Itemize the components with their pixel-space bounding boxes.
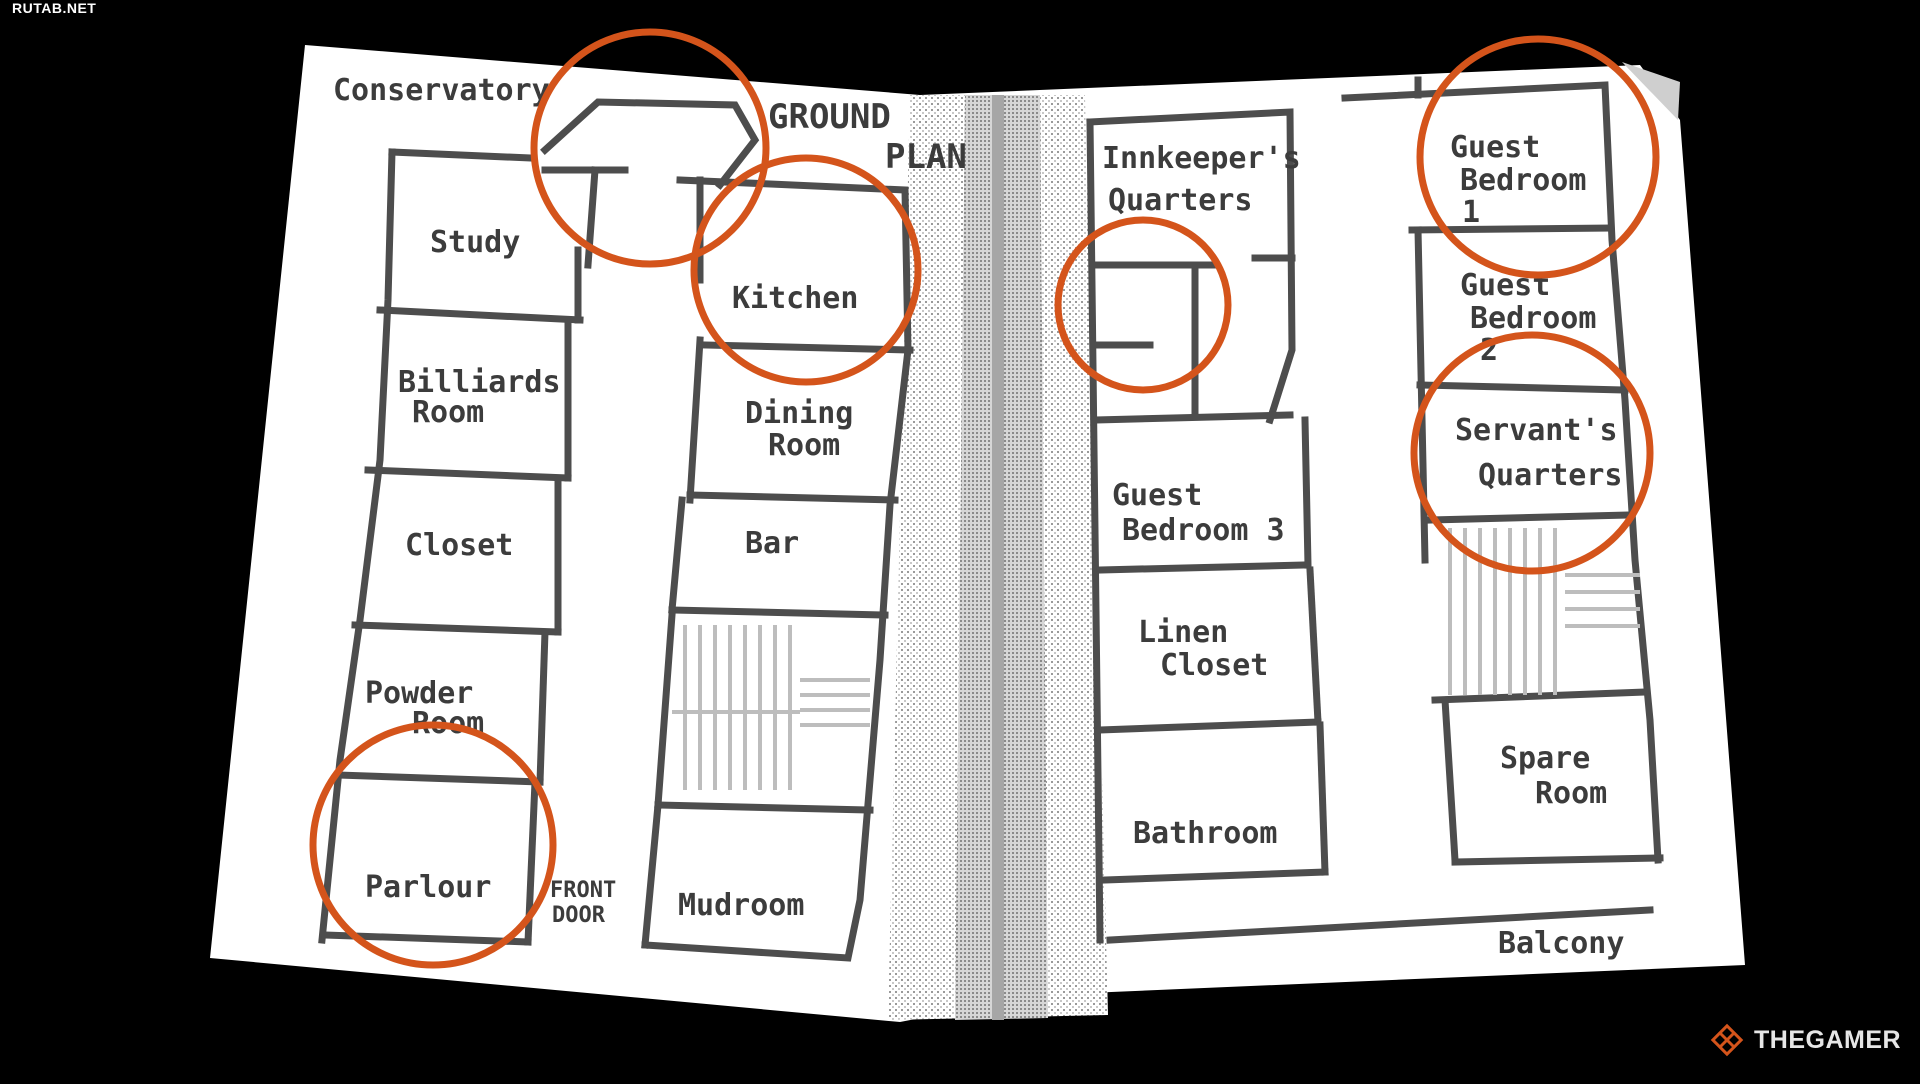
label-closet: Closet (405, 528, 513, 563)
label-bathroom: Bathroom (1133, 816, 1278, 851)
highlight-circle-servants-quarters (1410, 331, 1654, 575)
room-labels: Conservatory GROUND PLAN Study Kitchen B… (333, 73, 1624, 961)
label-linen-1: Linen (1138, 615, 1228, 650)
left-page-walls (318, 98, 914, 962)
label-guest2-2: Bedroom (1470, 301, 1596, 336)
label-dining-1: Dining (745, 396, 853, 431)
highlight-circles (309, 28, 1660, 969)
highlight-circle-guest-bedroom-1 (1416, 35, 1660, 279)
left-staircase (672, 625, 870, 790)
label-billiards-1: Billiards (398, 365, 561, 400)
label-innkeepers-2: Quarters (1108, 183, 1253, 218)
label-guest1-1: Guest (1450, 130, 1540, 165)
paper-corner-fold (1622, 62, 1680, 120)
source-watermark: RUTAB.NET (12, 0, 97, 16)
highlight-circle-parlour (309, 721, 557, 969)
label-servants-2: Quarters (1478, 458, 1623, 493)
label-parlour: Parlour (365, 870, 491, 905)
thegamer-logo-icon (1710, 1023, 1744, 1057)
label-bar: Bar (745, 526, 799, 561)
label-kitchen: Kitchen (732, 281, 858, 316)
highlight-circle-conservatory (530, 28, 770, 268)
brand-name: THEGAMER (1754, 1025, 1902, 1054)
label-innkeepers-1: Innkeeper's (1102, 141, 1301, 176)
label-powder-1: Powder (365, 676, 473, 711)
label-mudroom: Mudroom (678, 888, 804, 923)
label-dining-2: Room (768, 428, 840, 463)
label-linen-2: Closet (1160, 648, 1268, 683)
label-conservatory: Conservatory (333, 73, 550, 108)
label-balcony: Balcony (1498, 926, 1624, 961)
label-guest3-2: Bedroom 3 (1122, 513, 1285, 548)
label-front-door-2: DOOR (552, 903, 606, 928)
label-front-door-1: FRONT (550, 878, 616, 903)
right-page-walls (1086, 76, 1664, 944)
label-spare-1: Spare (1500, 741, 1590, 776)
label-guest1-2: Bedroom (1460, 163, 1586, 198)
label-study: Study (430, 225, 520, 260)
highlight-circle-innkeepers-quarters (1054, 216, 1232, 394)
map-title-line1: GROUND (768, 97, 891, 137)
label-billiards-2: Room (412, 395, 484, 430)
label-servants-1: Servant's (1455, 413, 1618, 448)
label-guest1-3: 1 (1462, 195, 1480, 230)
brand-logo: THEGAMER (1708, 1020, 1901, 1060)
map-title-line2: PLAN (885, 137, 967, 177)
label-guest3-1: Guest (1112, 478, 1202, 513)
highlight-circle-kitchen (690, 154, 922, 386)
center-fold-line (992, 95, 1004, 1020)
label-spare-2: Room (1535, 776, 1607, 811)
